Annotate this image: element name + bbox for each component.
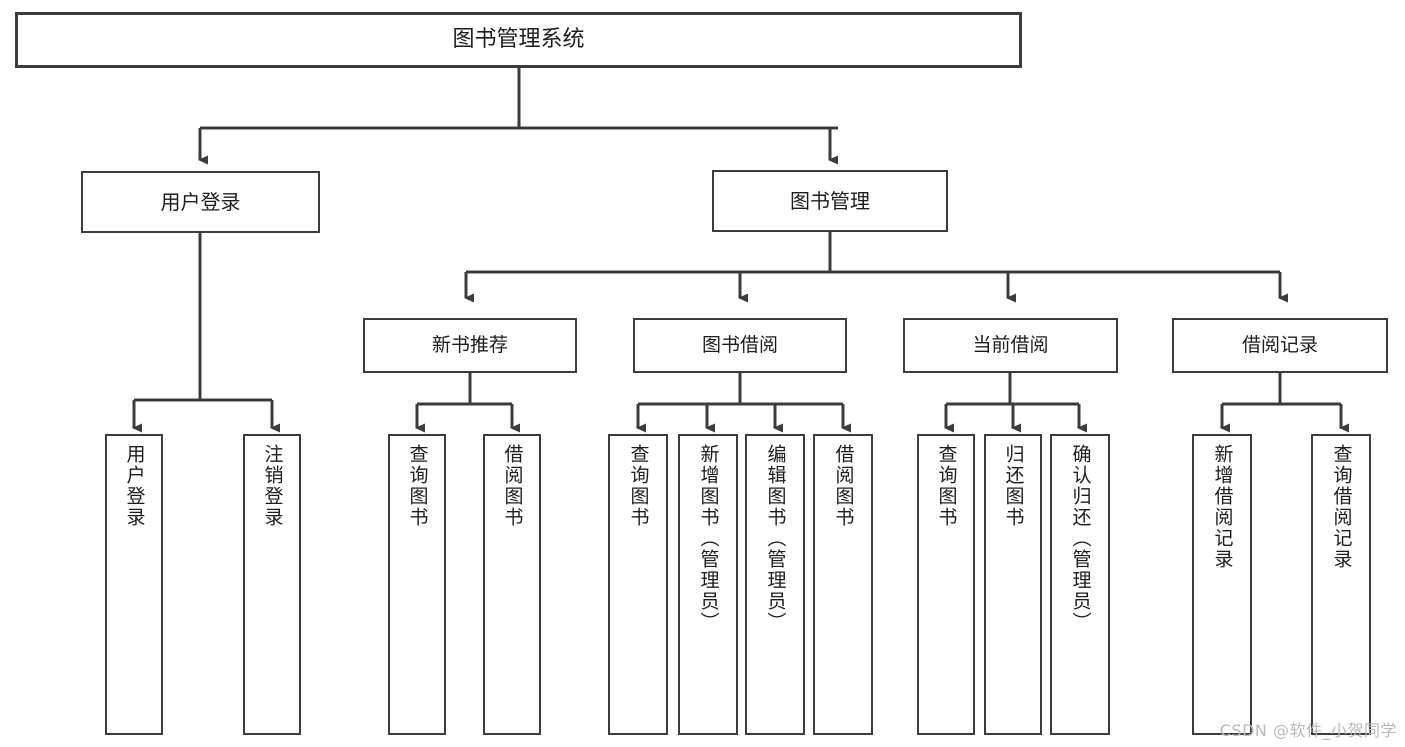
node-label: 查询图书	[406, 444, 429, 528]
node-label: 借阅记录	[1241, 333, 1318, 356]
leaf-borrow-record-query-record[interactable]: 查询借阅记录	[1311, 434, 1371, 735]
node-label: 新书推荐	[431, 333, 508, 356]
leaf-user-login-login[interactable]: 用户登录	[105, 434, 163, 735]
leaf-book-borrow-edit-book-admin[interactable]: 编辑图书（管理员）	[745, 434, 805, 735]
node-label: 借阅图书	[501, 444, 524, 528]
node-book-borrow[interactable]: 图书借阅	[633, 318, 847, 373]
node-label: 当前借阅	[972, 333, 1049, 356]
node-label: 用户登录	[123, 444, 146, 528]
node-label: 图书借阅	[701, 333, 778, 356]
leaf-current-borrow-query-book[interactable]: 查询图书	[917, 434, 975, 735]
node-root-book-management-system[interactable]: 图书管理系统	[15, 12, 1022, 68]
node-label: 查询图书	[627, 444, 650, 528]
node-label: 图书管理系统	[452, 27, 585, 53]
node-new-book-recommend[interactable]: 新书推荐	[363, 318, 577, 373]
node-label: 借阅图书	[832, 444, 855, 528]
leaf-book-borrow-add-book-admin[interactable]: 新增图书（管理员）	[678, 434, 738, 735]
leaf-user-login-logout[interactable]: 注销登录	[243, 434, 301, 735]
leaf-current-borrow-confirm-return-admin[interactable]: 确认归还（管理员）	[1050, 434, 1110, 735]
leaf-current-borrow-return-book[interactable]: 归还图书	[984, 434, 1042, 735]
node-label: 用户登录	[160, 189, 241, 214]
node-label: 确认归还（管理员）	[1069, 444, 1092, 633]
node-label: 注销登录	[261, 444, 284, 528]
leaf-book-borrow-query-book[interactable]: 查询图书	[608, 434, 668, 735]
node-label: 编辑图书（管理员）	[764, 444, 787, 633]
leaf-book-borrow-borrow-book[interactable]: 借阅图书	[813, 434, 873, 735]
node-current-borrow[interactable]: 当前借阅	[903, 318, 1118, 373]
node-label: 归还图书	[1002, 444, 1025, 528]
node-borrow-record[interactable]: 借阅记录	[1172, 318, 1388, 373]
node-label: 查询图书	[935, 444, 958, 528]
node-label: 查询借阅记录	[1330, 444, 1353, 570]
node-label: 图书管理	[790, 188, 870, 213]
leaf-new-book-borrow-book[interactable]: 借阅图书	[483, 434, 541, 735]
node-label: 新增借阅记录	[1211, 444, 1234, 570]
leaf-borrow-record-add-record[interactable]: 新增借阅记录	[1192, 434, 1252, 735]
node-user-login[interactable]: 用户登录	[81, 171, 320, 233]
leaf-new-book-query-book[interactable]: 查询图书	[388, 434, 446, 735]
watermark-text: CSDN @软件_小贺同学	[1219, 721, 1397, 740]
node-book-management[interactable]: 图书管理	[712, 170, 948, 232]
node-label: 新增图书（管理员）	[697, 444, 720, 633]
